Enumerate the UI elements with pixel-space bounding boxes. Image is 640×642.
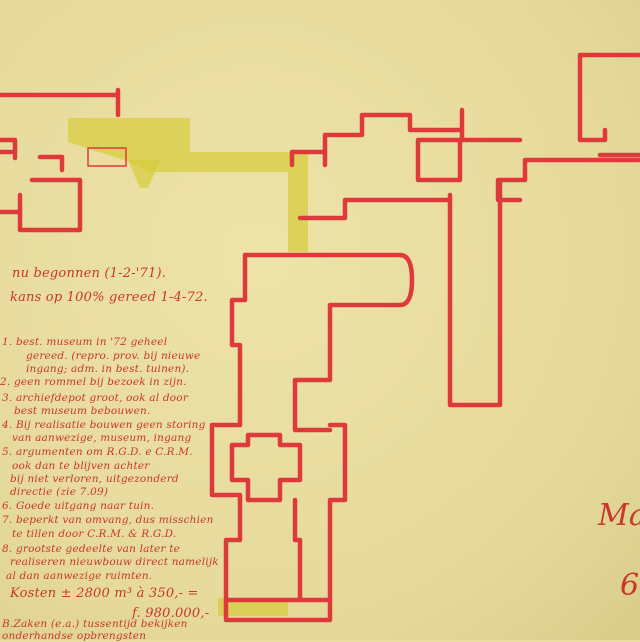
note-item: 1. best. museum in '72 geheel	[2, 336, 168, 348]
right-number: 6	[620, 568, 640, 603]
note-item: 4. Bij realisatie bouwen geen storing	[2, 419, 206, 431]
note-item: 6. Goede uitgang naar tuin.	[2, 500, 155, 512]
costs-line: Kosten ± 2800 m³ à 350,- =	[10, 586, 199, 601]
note-item: 2. geen rommel bij bezoek in zijn.	[0, 376, 187, 388]
note-item: bij niet verloren, uitgezonderd	[10, 473, 179, 485]
footer-note: B.Zaken (e.a.) tussentijd bekijken	[2, 618, 188, 630]
red-walls	[0, 52, 640, 623]
note-completion: kans op 100% gereed 1-4-72.	[10, 290, 208, 305]
costs-total: f. 980.000,-	[132, 606, 210, 621]
note-item: 5. argumenten om R.G.D. e C.R.M.	[2, 446, 193, 458]
note-item: ingang; adm. in best. tuinen).	[26, 363, 190, 375]
note-item: al dan aanwezige ruimten.	[6, 570, 153, 582]
note-item: directie (zie 7.09)	[10, 486, 109, 498]
note-item: 3. archiefdepot groot, ook al door	[2, 392, 189, 404]
note-started: nu begonnen (1-2-'71).	[12, 266, 167, 281]
note-item: 8. grootste gedeelte van later te	[2, 543, 181, 555]
footer-note-2: onderhandse opbrengsten	[2, 630, 147, 642]
note-item: ook dan te blijven achter	[12, 460, 150, 472]
yellow-highlight-route	[68, 118, 308, 616]
note-item: gereed. (repro. prov. bij nieuwe	[26, 350, 201, 362]
right-label: Ma	[598, 498, 640, 533]
note-item: best museum bebouwen.	[14, 405, 151, 417]
note-item: van aanwezige, museum, ingang	[12, 432, 192, 444]
note-item: te tillen door C.R.M. & R.G.D.	[12, 528, 177, 540]
note-item: realiseren nieuwbouw direct namelijk	[10, 556, 219, 568]
note-item: 7. beperkt van omvang, dus misschien	[2, 514, 214, 526]
